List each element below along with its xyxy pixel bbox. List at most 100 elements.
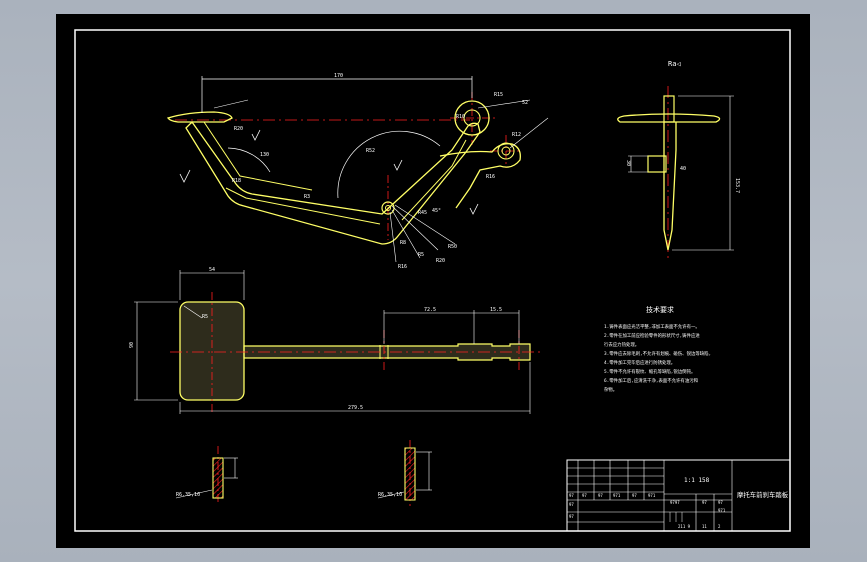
notes-item-0: 1.铸件表面应光洁平整,非加工表面不允许有一。 bbox=[604, 323, 700, 330]
side-dim-length: 153.7 bbox=[734, 178, 740, 193]
side-boss bbox=[647, 155, 667, 173]
dim-label-front-9: R45 bbox=[418, 210, 427, 216]
dim-label-front-1: 130 bbox=[260, 152, 269, 158]
side-view: 153.7 30 40 Ra◁ bbox=[617, 60, 740, 262]
notes-heading: 技术要求 bbox=[646, 305, 674, 314]
dim-label-front-15: R50 bbox=[448, 244, 457, 250]
plan-view: 54 90 279.5 72.5 15.5 R5 bbox=[129, 267, 540, 414]
hook-hole-inner bbox=[501, 146, 511, 156]
section-b-leader bbox=[377, 491, 405, 499]
lever-arm-inner-lower bbox=[225, 187, 381, 225]
section-b: R6.35,10 bbox=[377, 440, 432, 506]
section-a-leader bbox=[175, 489, 213, 499]
title-cell-4: 97 bbox=[632, 493, 637, 498]
plan-dim-pad-length: 54 bbox=[209, 267, 215, 273]
lever-arm-outline bbox=[185, 120, 481, 245]
dim-leader-4 bbox=[394, 204, 456, 245]
dim-label-front-4: 52 bbox=[522, 100, 528, 106]
title-cell-3: 971 bbox=[613, 493, 621, 498]
title-cell-11: 971 bbox=[718, 508, 726, 513]
side-dim-label-0: 30 bbox=[625, 160, 631, 166]
plan-dim-small-a: 72.5 bbox=[424, 307, 436, 313]
title-cell-8: 9797 bbox=[670, 500, 680, 505]
title-scale: 1:1 158 bbox=[684, 477, 710, 484]
dim-arc-small bbox=[227, 147, 271, 173]
notes-item-7: 杂物。 bbox=[604, 386, 617, 393]
plan-dim-overall: 279.5 bbox=[348, 405, 363, 411]
title-cell-1: 97 bbox=[582, 493, 587, 498]
dim-leader-6 bbox=[509, 117, 549, 149]
dim-leader-5 bbox=[477, 99, 531, 109]
dim-label-front-3: R15 bbox=[494, 92, 503, 98]
dim-label-front-7: R3 bbox=[304, 194, 310, 200]
notes-item-6: 6.零件加工后,应清洗干净,表面不允许有油污和 bbox=[604, 377, 698, 384]
technical-notes: 技术要求 1.铸件表面应光洁平整,非加工表面不允许有一。 2.零件在加工前应检验… bbox=[604, 305, 711, 393]
dim-top-overall: 170 bbox=[334, 73, 343, 79]
side-dim-label-1: 40 bbox=[680, 166, 686, 172]
dim-leader-7 bbox=[213, 99, 249, 109]
pedal-pad-outline bbox=[166, 111, 233, 123]
front-view: 170 R20 130 R52 R15 52 R12 R16 R3 R18 R4… bbox=[166, 73, 549, 270]
roughness-mark-1 bbox=[179, 169, 191, 183]
dim-label-front-2: R52 bbox=[366, 148, 375, 154]
title-cell-7: 97 bbox=[569, 514, 574, 519]
notes-item-4: 4.零件加工完毕后应进行防锈处理。 bbox=[604, 359, 675, 366]
plan-dim-small-b: 15.5 bbox=[490, 307, 502, 313]
boss-outer bbox=[454, 100, 490, 136]
section-b-hatch bbox=[404, 447, 416, 501]
title-cell-10: 97 bbox=[718, 500, 723, 505]
dim-label-front-13: R20 bbox=[436, 258, 445, 264]
title-block-frame bbox=[566, 459, 791, 532]
title-block: 1:1 158 摩托车前刹车踏板 97 97 97 971 97 971 97 … bbox=[566, 459, 791, 532]
drawing-border bbox=[74, 29, 791, 532]
surface-finish-symbol: Ra◁ bbox=[668, 60, 681, 68]
hook-hole bbox=[497, 142, 515, 160]
side-arm-outline bbox=[663, 122, 677, 251]
plan-dim-pad-radius: R5 bbox=[202, 314, 208, 320]
roughness-mark-2 bbox=[251, 129, 261, 141]
dim-label-front-8: R18 bbox=[232, 178, 241, 184]
dim-label-front-10: 45° bbox=[432, 208, 441, 214]
dim-label-front-14: R16 bbox=[398, 264, 407, 270]
title-cell-13: 11 bbox=[702, 524, 707, 529]
dim-label-front-0: R20 bbox=[234, 126, 243, 132]
notes-item-2: 行去应力热处理。 bbox=[604, 341, 639, 348]
title-cell-0: 97 bbox=[569, 493, 574, 498]
notes-item-1: 2.零件在加工前应检验零件的形状尺寸,铸件应进 bbox=[604, 332, 700, 339]
section-a: R6.35,10 bbox=[175, 446, 238, 504]
dim-label-front-12: R5 bbox=[418, 252, 424, 258]
lever-arm-inner-rise bbox=[401, 139, 467, 221]
section-a-label: R6.35,10 bbox=[176, 492, 200, 498]
title-cell-2: 97 bbox=[598, 493, 603, 498]
boss-inner bbox=[463, 109, 481, 127]
hook-outline bbox=[439, 143, 521, 209]
title-cell-9: 97 bbox=[702, 500, 707, 505]
dim-label-front-5: R12 bbox=[512, 132, 521, 138]
plan-dim-width: 90 bbox=[129, 342, 135, 348]
dim-label-front-6: R16 bbox=[486, 174, 495, 180]
dim-arc-large bbox=[337, 130, 441, 199]
dim-leader-1 bbox=[391, 205, 439, 251]
title-part-name: 摩托车前刹车踏板 bbox=[737, 490, 789, 499]
title-cell-5: 971 bbox=[648, 493, 656, 498]
lever-arm-inner-upper bbox=[203, 121, 313, 191]
title-cell-14: 2 bbox=[718, 524, 721, 529]
plan-rod bbox=[243, 343, 531, 361]
dim-leader-3 bbox=[389, 211, 397, 263]
side-stem bbox=[663, 95, 675, 123]
drawing-sheet bbox=[56, 14, 810, 548]
section-b-label: R6.35,10 bbox=[378, 492, 402, 498]
dim-leader-2 bbox=[391, 209, 421, 259]
section-a-hatch bbox=[212, 457, 224, 499]
notes-item-5: 5.零件不允许有裂纹、缩孔等缺陷,锐边倒钝。 bbox=[604, 368, 695, 375]
roughness-mark-3 bbox=[393, 159, 403, 171]
notes-item-3: 3.零件应去除毛刺,不允许有划痕、碰伤、锐边等缺陷, bbox=[604, 350, 711, 357]
title-cell-12: 211 9 bbox=[678, 524, 691, 529]
pivot-hole-inner bbox=[385, 205, 391, 211]
dim-label-front-11: R8 bbox=[400, 240, 406, 246]
dim-label-front-16: R10 bbox=[456, 114, 465, 120]
plan-radius-leader bbox=[183, 305, 203, 319]
title-cell-6: 97 bbox=[569, 502, 574, 507]
roughness-mark-4 bbox=[469, 203, 479, 215]
